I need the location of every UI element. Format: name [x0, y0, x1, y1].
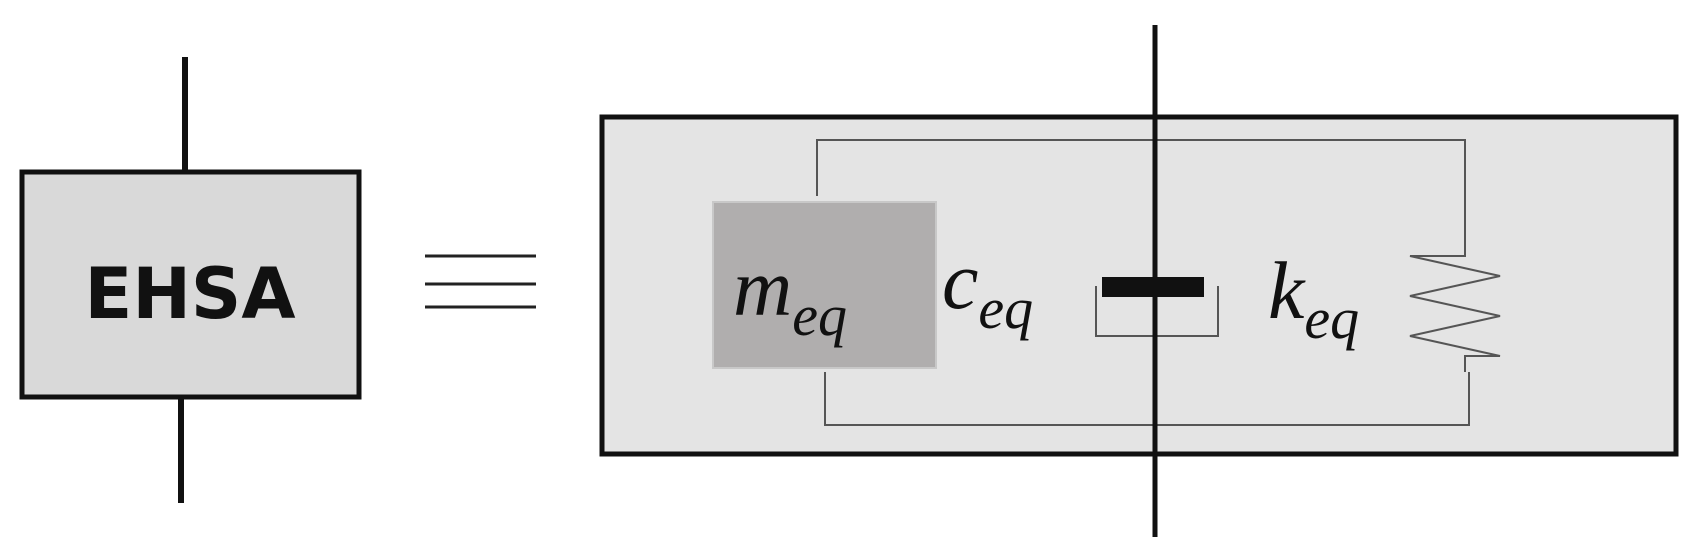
damper-label: ceq — [942, 235, 1033, 341]
top-frame-wire — [816, 139, 1466, 240]
spring-zigzag — [1409, 240, 1501, 372]
bottom-frame-wire — [824, 372, 1470, 426]
mass-block — [712, 201, 937, 369]
spring-label: keq — [1268, 245, 1359, 351]
equivalence-symbol — [425, 254, 536, 309]
damper-piston — [1102, 277, 1204, 297]
equivalent-model: meq ceq keq — [599, 25, 1679, 537]
ehsa-block — [19, 169, 362, 400]
ehsa-block-group: EHSA — [19, 57, 362, 503]
ehsa-block-label: EHSA — [85, 253, 296, 335]
mass-label: meq — [733, 242, 847, 348]
